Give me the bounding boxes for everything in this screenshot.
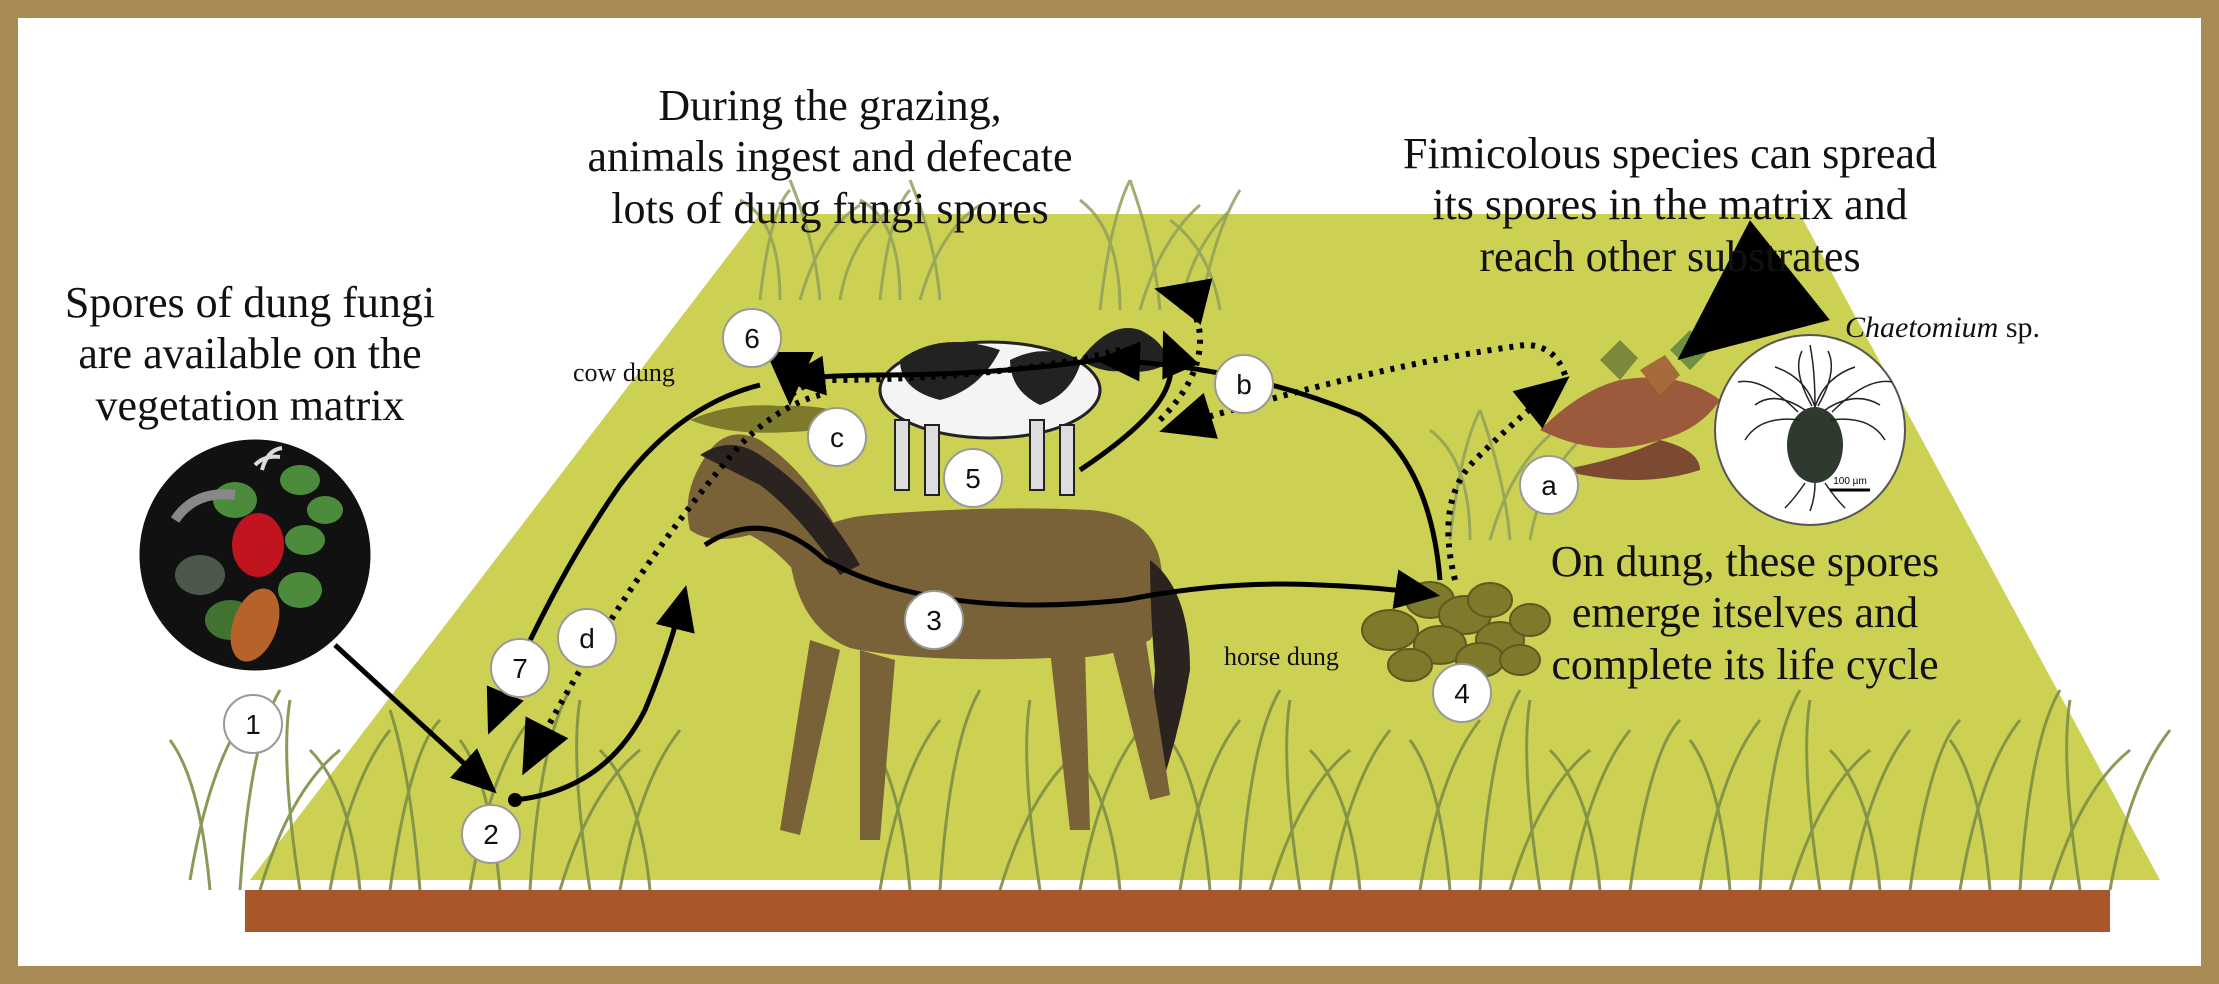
step-5-marker: 5 (944, 449, 1002, 507)
label-cow-dung: cow dung (573, 358, 675, 388)
step-4-marker: 4 (1433, 664, 1491, 722)
step-7-marker: 7 (491, 639, 549, 697)
caption-grazing: During the grazing, animals ingest and d… (540, 80, 1120, 234)
species-genus: Chaetomium (1845, 311, 1998, 344)
caption-fimicolous: Fimicolous species can spread its spores… (1360, 128, 1980, 282)
soil-strip (245, 890, 2110, 932)
step-2-point (508, 793, 522, 807)
step-d-label: d (579, 623, 595, 654)
species-suffix: sp. (1998, 311, 2040, 344)
step-4-label: 4 (1454, 678, 1470, 709)
step-3-marker: 3 (905, 591, 963, 649)
step-1-marker: 1 (224, 695, 282, 753)
step-b-label: b (1236, 369, 1252, 400)
step-c-marker: c (808, 408, 866, 466)
caption-on-dung: On dung, these spores emerge itselves an… (1520, 536, 1970, 690)
step-1-label: 1 (245, 709, 261, 740)
step-b-marker: b (1215, 355, 1273, 413)
step-a-marker: a (1520, 456, 1578, 514)
step-d-marker: d (558, 609, 616, 667)
caption-spores-available: Spores of dung fungi are available on th… (40, 277, 460, 431)
label-horse-dung: horse dung (1224, 642, 1339, 672)
chaetomium-micrograph (1715, 335, 1905, 525)
spore-lens (138, 438, 372, 672)
step-2-label: 2 (483, 819, 499, 850)
step-6-marker: 6 (723, 309, 781, 367)
scale-bar-label: 100 µm (1833, 476, 1867, 487)
step-2-marker: 2 (462, 805, 520, 863)
step-7-label: 7 (512, 653, 528, 684)
step-c-label: c (830, 422, 844, 453)
step-5-label: 5 (965, 463, 981, 494)
step-3-label: 3 (926, 605, 942, 636)
step-a-label: a (1541, 470, 1557, 501)
step-6-label: 6 (744, 323, 760, 354)
label-chaetomium: Chaetomium sp. (1845, 310, 2040, 345)
